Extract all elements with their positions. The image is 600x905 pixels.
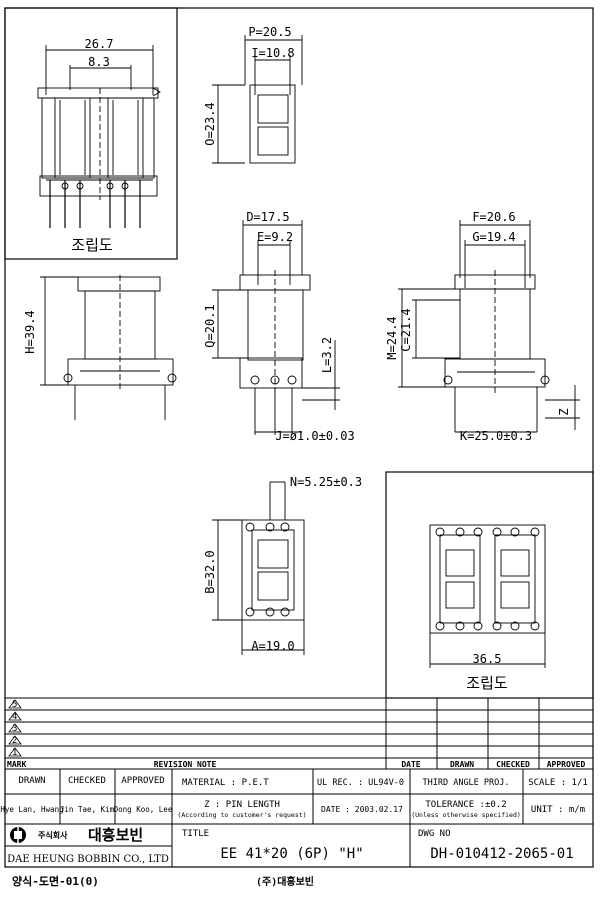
- dim-m: M=24.4: [385, 316, 399, 359]
- z-note: Z : PIN LENGTH: [204, 800, 280, 810]
- dim-l: L=3.2: [320, 337, 334, 373]
- footer-company: (주)대흥보빈: [256, 875, 314, 888]
- dim-k: K=25.0±0.3: [460, 429, 532, 443]
- dim-f: F=20.6: [472, 210, 515, 224]
- assembly-bottom-caption: 조립도: [466, 674, 508, 692]
- sign-checked-label: CHECKED: [68, 776, 106, 786]
- hdr-date: DATE: [401, 760, 420, 769]
- dim-p: P=20.5: [248, 25, 291, 39]
- dim-36-5: 36.5: [473, 652, 502, 666]
- footer-form-code: 양식-도면-01(0): [12, 874, 99, 888]
- middle-view: [212, 220, 340, 435]
- material: MATERIAL : P.E.T: [182, 778, 269, 788]
- dim-i: I=10.8: [251, 46, 294, 60]
- z-note-sub: (According to customer's request): [177, 811, 306, 819]
- tolerance: TOLERANCE :±0.2: [425, 800, 506, 810]
- hdr-approved: APPROVED: [547, 760, 586, 769]
- drawing-title: EE 41*20 (6P) "H": [220, 846, 363, 862]
- drawing-number: DH-010412-2065-01: [430, 846, 573, 862]
- company-ko-prefix: 주식회사: [38, 830, 68, 840]
- third-angle: THIRD ANGLE PROJ.: [423, 778, 510, 788]
- dim-j: J=ø1.0±0.03: [275, 429, 354, 443]
- dim-z: Z: [557, 408, 571, 415]
- rev-mark-5: 5: [12, 700, 17, 710]
- ul-rec: UL REC. : UL94V-0: [317, 778, 404, 788]
- dim-n: N=5.25±0.3: [290, 475, 362, 489]
- hdr-drawn: DRAWN: [450, 760, 474, 769]
- signer-drawn: Hye Lan, Hwang: [0, 805, 63, 814]
- hdr-revision-note: REVISION NOTE: [154, 760, 217, 769]
- right-view: [398, 220, 580, 433]
- dim-h: H=39.4: [23, 310, 37, 353]
- rev-mark-2: 2: [12, 736, 17, 746]
- dim-b: B=32.0: [203, 550, 217, 593]
- signer-checked: Jin Tae, Kim: [60, 805, 115, 814]
- dwg-label: DWG NO: [418, 829, 451, 839]
- front-view: [40, 275, 177, 420]
- sign-approved-label: APPROVED: [121, 776, 164, 786]
- unit: UNIT : m/m: [531, 805, 585, 815]
- assembly-top-frame: [4, 7, 178, 260]
- signer-approved: Dong Koo, Lee: [114, 805, 173, 814]
- date: DATE : 2003.02.17: [321, 805, 403, 814]
- dim-e: E=9.2: [257, 230, 293, 244]
- rev-mark-3: 3: [12, 724, 17, 734]
- dim-a: A=19.0: [251, 639, 294, 653]
- dim-q: Q=20.1: [203, 304, 217, 347]
- company-en: DAE HEUNG BOBBIN CO., LTD: [7, 854, 169, 865]
- hdr-mark: MARK: [7, 760, 26, 769]
- company-ko: 대흥보빈: [88, 826, 143, 844]
- dim-26-7: 26.7: [85, 37, 114, 51]
- title-block: [5, 697, 593, 868]
- bottom-view: [212, 481, 305, 655]
- tolerance-sub: (Unless otherwise specified): [411, 811, 521, 819]
- title-label: TITLE: [182, 829, 209, 839]
- rev-mark-1: 1: [12, 748, 17, 758]
- dim-d: D=17.5: [246, 210, 289, 224]
- hdr-checked: CHECKED: [496, 760, 530, 769]
- rev-mark-4: 4: [12, 712, 17, 722]
- dim-8-3: 8.3: [88, 55, 110, 69]
- side-top-view: [212, 35, 303, 164]
- dim-o: O=23.4: [203, 102, 217, 145]
- assembly-top-view: [37, 45, 161, 228]
- dim-c: C=21.4: [399, 308, 413, 351]
- sign-drawn-label: DRAWN: [18, 776, 45, 786]
- scale: SCALE : 1/1: [528, 778, 588, 788]
- assembly-bottom-view: [429, 524, 546, 668]
- assembly-top-caption: 조립도: [71, 236, 113, 254]
- company-logo: [10, 827, 26, 843]
- dim-g: G=19.4: [472, 230, 515, 244]
